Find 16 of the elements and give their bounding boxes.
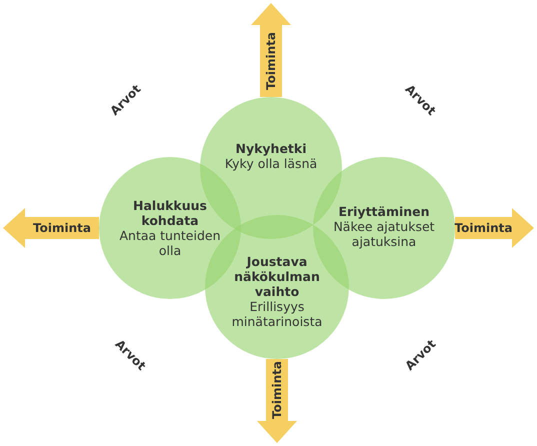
circle-heading: Joustava näkökulman vaihto bbox=[233, 254, 321, 298]
block-arrow bbox=[251, 3, 291, 97]
circle-heading: Nykyhetki bbox=[234, 141, 308, 156]
circle-heading: Eriyttäminen bbox=[337, 204, 431, 218]
circle-text: Kyky olla läsnä bbox=[224, 156, 318, 171]
block-arrow bbox=[455, 208, 534, 248]
circle-heading: Halukkuus kohdata bbox=[132, 198, 208, 228]
edge-label: Toiminta bbox=[33, 221, 91, 235]
edge-label: Toiminta bbox=[264, 32, 278, 90]
circle-text: Näkee ajatukset ajatuksina bbox=[332, 218, 436, 248]
circle-text: Erillisyys minätarinoista bbox=[230, 298, 324, 328]
edge-label: Toiminta bbox=[454, 221, 512, 235]
circle-text: Antaa tunteiden olla bbox=[118, 228, 222, 258]
block-arrow bbox=[3, 208, 99, 248]
edge-label: Toiminta bbox=[270, 361, 284, 419]
block-arrow bbox=[257, 359, 297, 443]
